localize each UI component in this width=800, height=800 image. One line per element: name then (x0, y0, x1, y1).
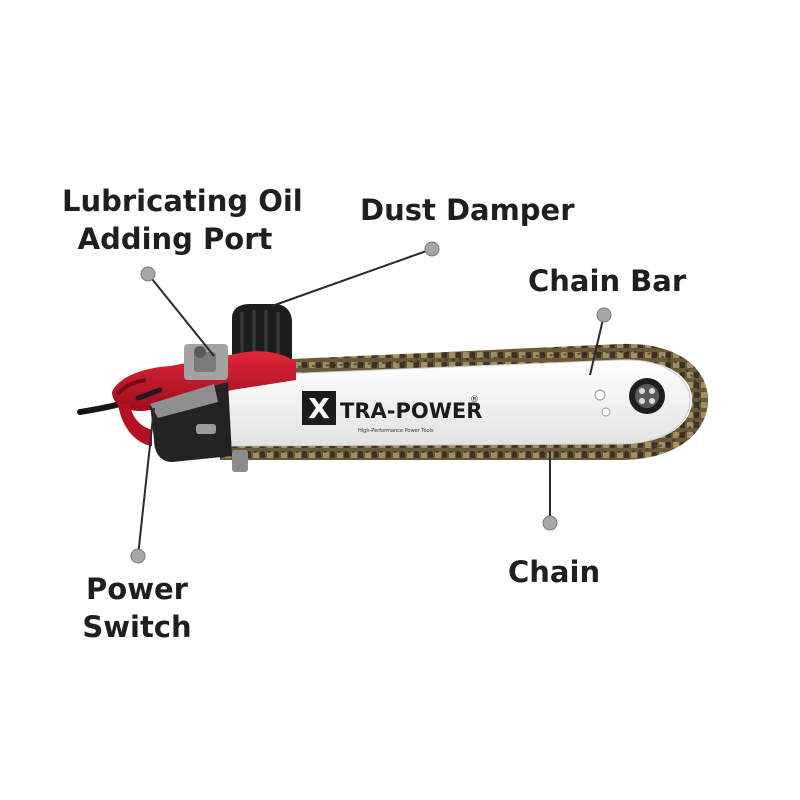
label-line: Power (86, 572, 188, 606)
label-lubricating-oil-adding-port: Lubricating Oil Adding Port (62, 182, 303, 258)
chainsaw-illustration: X TRA-POWER ® High-Performance Power Too… (77, 304, 709, 472)
brand-tagline: High-Performance Power Tools (358, 428, 434, 434)
dust-damper-part (232, 304, 292, 366)
label-power-switch: Power Switch (82, 570, 192, 646)
brand-logo-mark: X (308, 392, 330, 425)
leader-lines (130, 241, 612, 564)
leader-power-switch (130, 407, 155, 564)
label-dust-damper: Dust Damper (360, 193, 575, 227)
saw-chain (220, 343, 709, 460)
gear-housing (150, 344, 248, 472)
label-line: Adding Port (77, 222, 273, 256)
label-chain: Chain (508, 555, 601, 589)
leader-chain-bar (589, 307, 612, 376)
label-line: Lubricating Oil (62, 184, 303, 218)
brand-logo-name: TRA-POWER (340, 399, 482, 423)
leader-oil-port (140, 266, 215, 357)
motor-body (112, 351, 296, 446)
power-cord (77, 401, 123, 415)
brand-logo: X TRA-POWER ® High-Performance Power Too… (302, 391, 482, 434)
brand-logo-registered: ® (470, 395, 479, 405)
chain-bar (227, 359, 691, 447)
bar-mount-hole (601, 407, 611, 417)
nose-sprocket (629, 378, 665, 414)
label-line: Switch (82, 610, 192, 644)
oil-cap (194, 346, 206, 358)
leader-chain (542, 452, 558, 531)
label-chain-bar: Chain Bar (528, 264, 687, 298)
bar-mount-hole (594, 389, 606, 401)
leader-dust-damper (271, 241, 440, 307)
